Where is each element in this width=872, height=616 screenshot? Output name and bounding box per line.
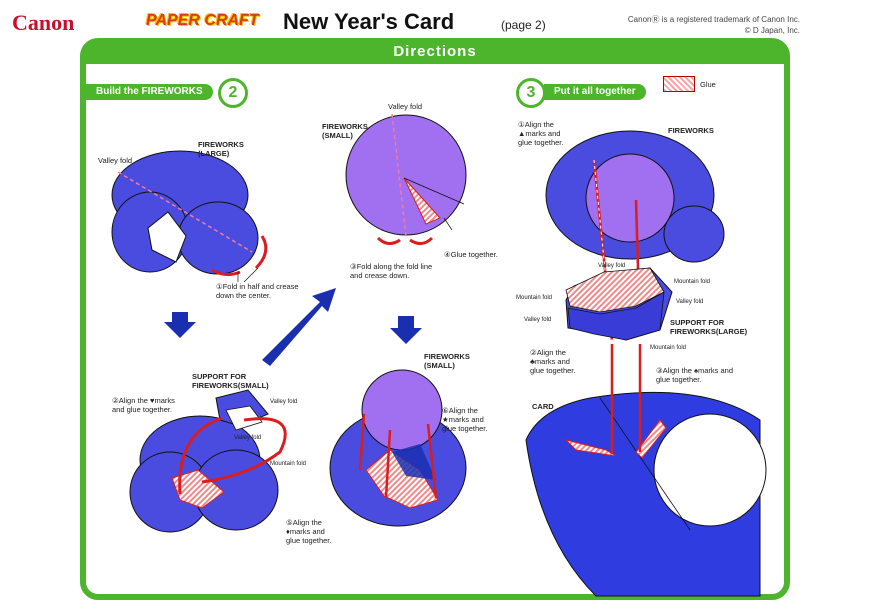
label-fireworks-small: FIREWORKS (SMALL): [322, 122, 368, 140]
down-arrow-icon: [164, 312, 196, 338]
label-card: CARD: [532, 402, 554, 411]
step2-number: 2: [218, 78, 248, 108]
step3-pill: Put it all together: [544, 84, 646, 100]
label-support-large: SUPPORT FOR FIREWORKS(LARGE): [670, 318, 748, 336]
fireworks-small-diagram: [345, 113, 467, 245]
label-valley-fold: Valley fold: [676, 299, 704, 305]
page-title: New Year's Card: [283, 9, 455, 34]
label-valley-fold: Valley fold: [598, 263, 626, 269]
label-valley-fold: Valley fold: [234, 435, 262, 441]
step3-instruction-3: ③Align the ♠marks and glue together.: [656, 366, 733, 384]
label-mountain-fold: Mountain fold: [270, 461, 307, 467]
section-title: Directions: [86, 40, 784, 64]
papercraft-logo: PAPER CRAFT: [146, 12, 259, 29]
step2-pill: Build the FIREWORKS: [86, 84, 213, 100]
trademark-line-2: © D Japan, Inc.: [744, 26, 800, 35]
label-fireworks-small-2: FIREWORKS (SMALL): [424, 352, 470, 370]
instruction-1: ①Fold in half and crease down the center…: [216, 282, 299, 300]
step3-instruction-1: ①Align the ▲marks and glue together.: [518, 120, 564, 147]
label-mountain-fold: Mountain fold: [674, 279, 711, 285]
down-arrow-icon: [390, 316, 422, 344]
support-large-diagram: [565, 267, 673, 341]
fireworks-assembly-diagram: [545, 130, 725, 341]
label-mountain-fold: Mountain fold: [650, 345, 687, 351]
trademark-line-1: CanonⓇ is a registered trademark of Cano…: [627, 15, 800, 24]
canon-logo: Canon: [12, 10, 75, 35]
instruction-2: ②Align the ♥marks and glue together.: [112, 396, 175, 414]
label-valley-fold: Valley fold: [270, 399, 298, 405]
page-number: (page 2): [501, 18, 546, 32]
label-valley-fold: Valley fold: [388, 102, 423, 111]
label-support-small: SUPPORT FOR FIREWORKS(SMALL): [192, 372, 269, 390]
instruction-3: ③Fold along the fold line and crease dow…: [350, 262, 433, 280]
instruction-6: ⑥Align the ★marks and glue together.: [442, 406, 488, 433]
trademark-notice: CanonⓇ is a registered trademark of Cano…: [588, 14, 800, 36]
card-diagram: [525, 344, 767, 597]
support-small-diagram: [129, 389, 287, 533]
label-fireworks: FIREWORKS: [668, 126, 714, 135]
fireworks-large-diagram: [111, 150, 268, 283]
instruction-4: ④Glue together.: [444, 250, 498, 259]
step3-number: 3: [516, 78, 546, 108]
fireworks-small-assembled-diagram: [329, 369, 467, 527]
instruction-5: ⑤Align the ♦marks and glue together.: [286, 518, 332, 545]
label-valley-fold: Valley fold: [524, 317, 552, 323]
glue-legend-label: Glue: [700, 80, 716, 89]
step3-instruction-2: ②Align the ♣marks and glue together.: [530, 348, 576, 375]
diagonal-arrow-icon: [262, 288, 336, 366]
glue-legend-swatch: [663, 76, 695, 92]
label-mountain-fold: Mountain fold: [516, 295, 553, 301]
label-valley-fold: Valley fold: [98, 156, 133, 165]
label-fireworks-large: FIREWORKS (LARGE): [198, 140, 244, 158]
